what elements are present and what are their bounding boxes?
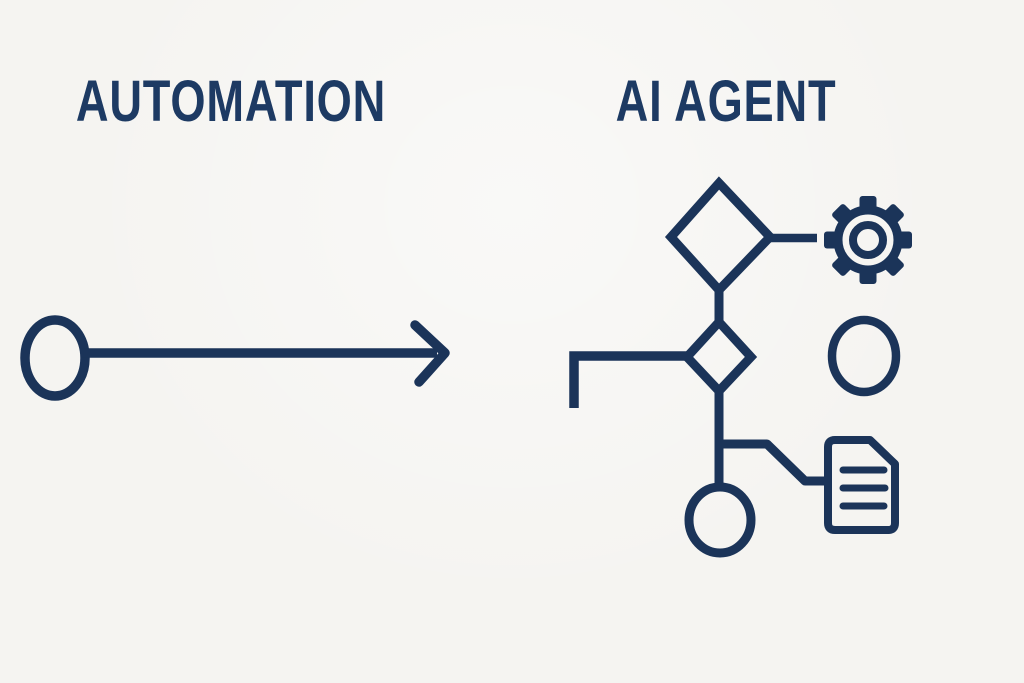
gear-hole xyxy=(849,221,887,259)
gear-icon xyxy=(824,196,912,284)
ai-agent-diagram xyxy=(569,176,912,558)
document-icon xyxy=(824,436,899,534)
branch-to-document-line xyxy=(719,439,828,486)
circle-node-icon xyxy=(827,315,901,397)
automation-heading: AUTOMATION xyxy=(75,69,387,134)
decision-diamond-large-icon xyxy=(664,176,777,297)
decision-diamond-small-icon xyxy=(680,315,758,398)
document-text-lines xyxy=(839,466,889,510)
automation-diagram xyxy=(20,315,450,401)
end-circle-icon xyxy=(684,482,756,558)
start-circle-icon xyxy=(20,315,90,401)
gear-teeth xyxy=(824,196,912,284)
document-outline xyxy=(824,436,899,534)
input-elbow-line xyxy=(569,351,688,408)
ai-agent-heading: AI AGENT xyxy=(615,69,837,134)
arrow-right-icon xyxy=(410,320,450,387)
